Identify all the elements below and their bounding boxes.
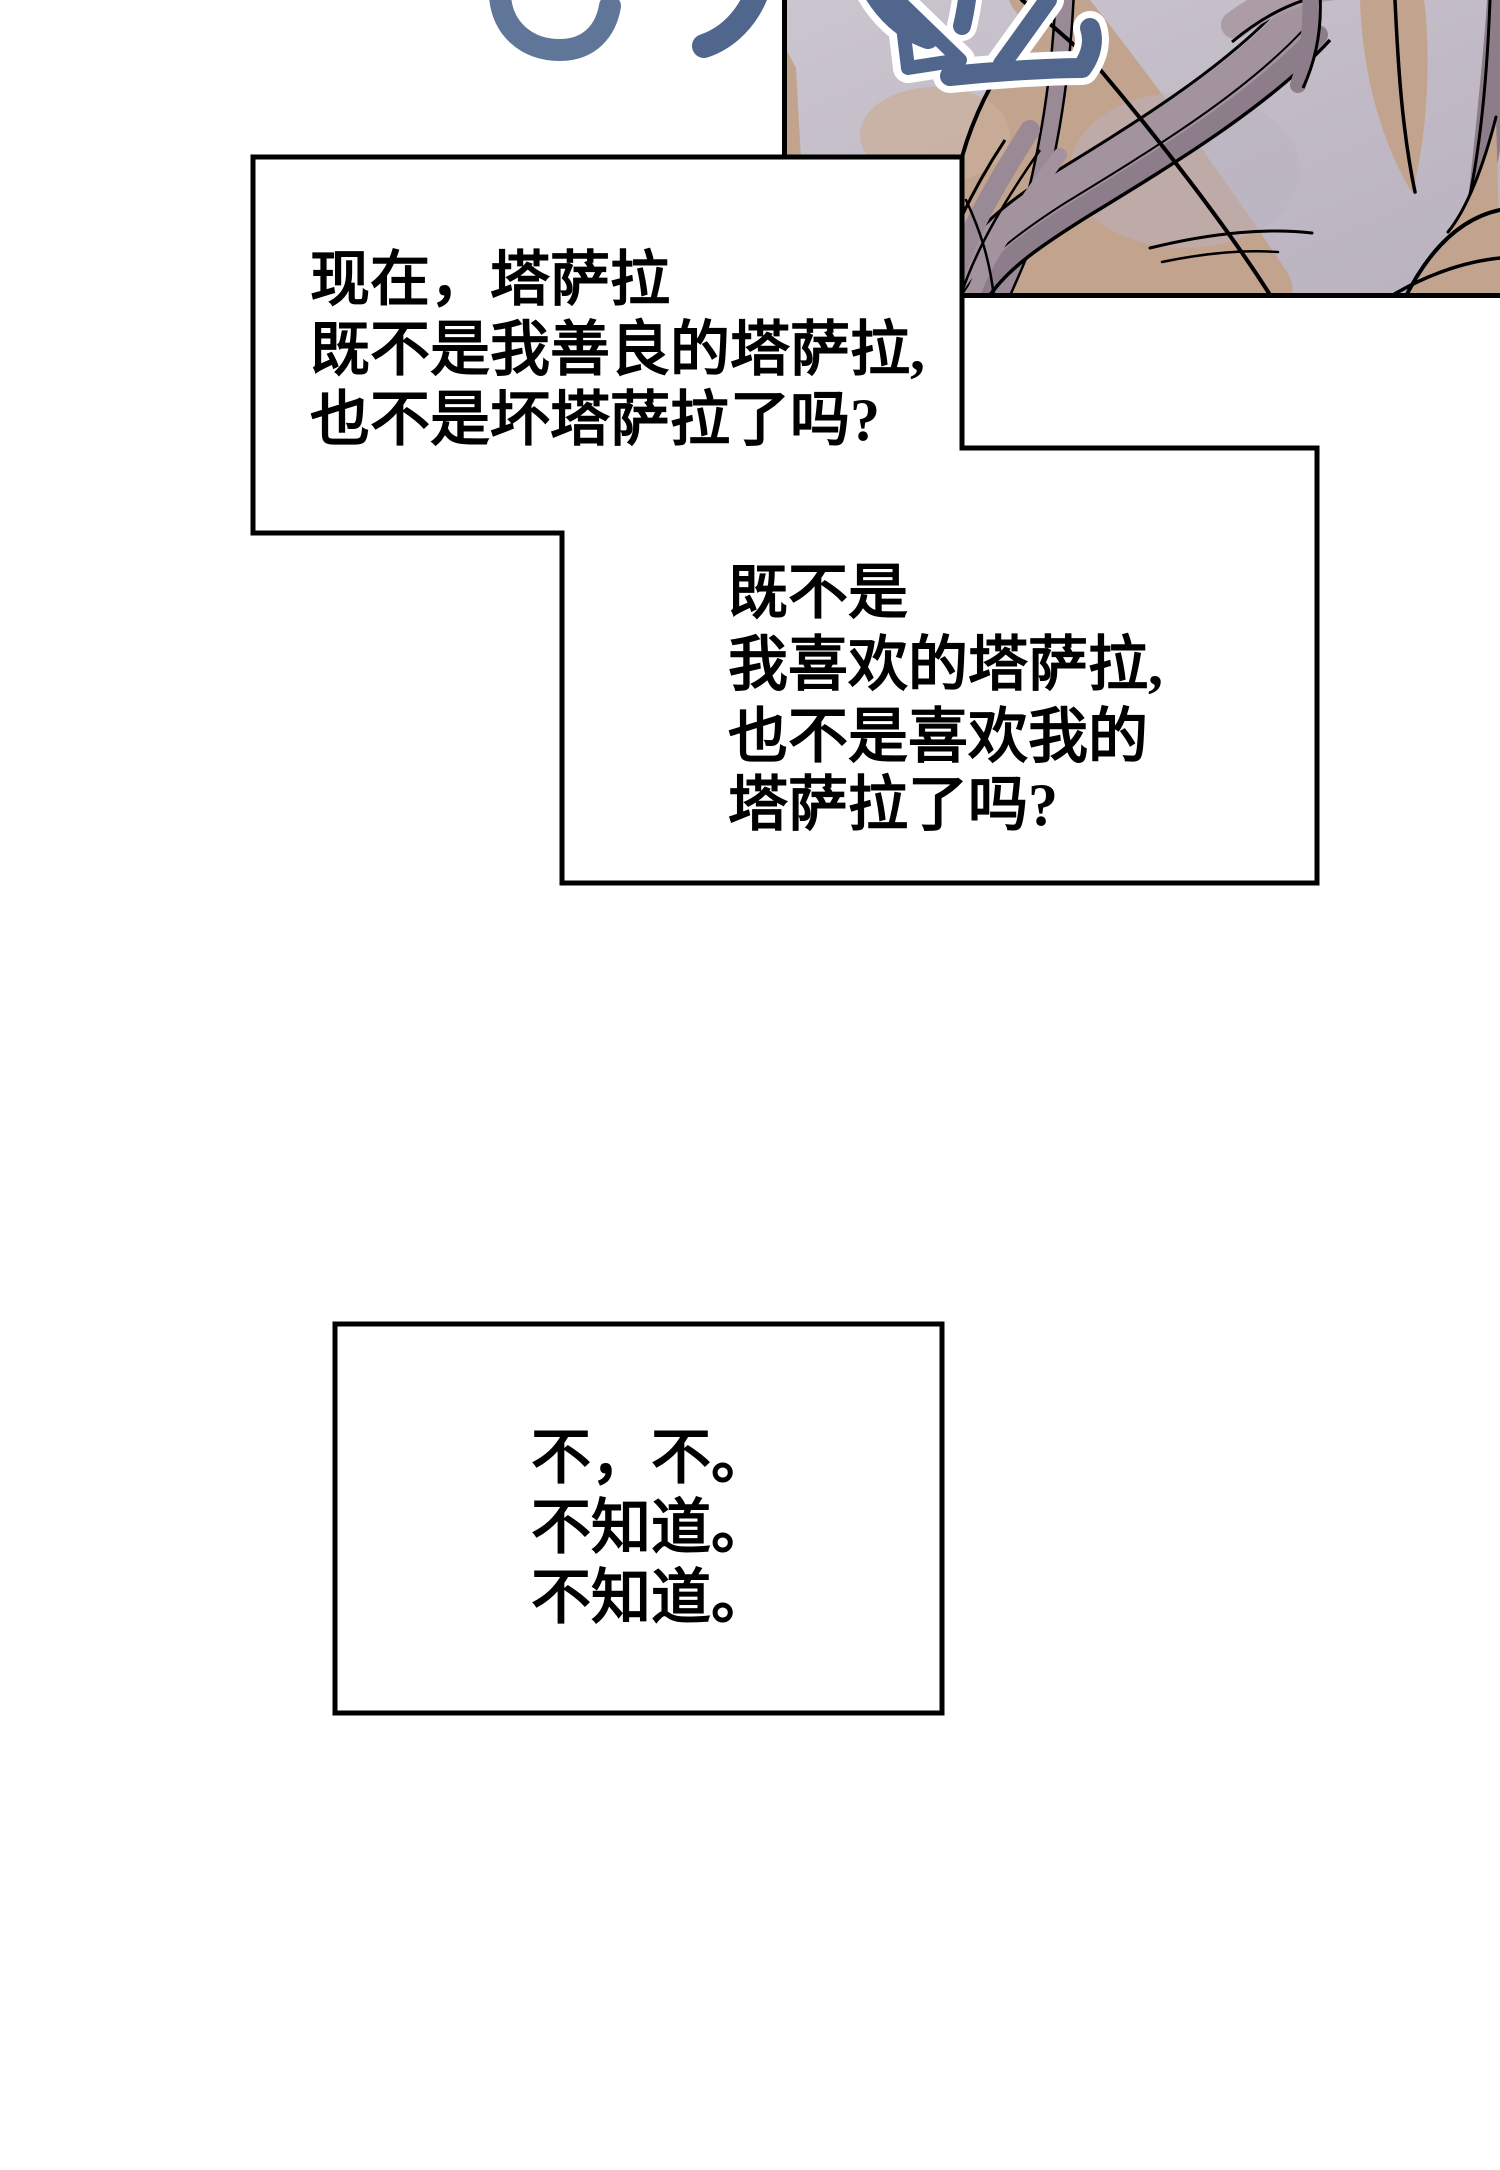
line-art [1301,0,1322,89]
line-art [1393,0,1417,194]
skin-leaf [1360,0,1428,193]
speech-box1-line2: 既不是我善良的塔萨拉, [310,317,925,383]
speech-box1-line1: 现在，塔萨拉 [310,247,670,313]
line-art [986,38,1332,298]
line-art-accents [960,0,1500,298]
speech-box2-line2: 我喜欢的塔萨拉, [728,632,1163,698]
sfx-piece-left [489,0,621,62]
artwork-panel [782,0,1500,298]
speech-box2-line3: 也不是喜欢我的 [728,704,1148,770]
speech-box3-line3: 不知道。 [531,1565,771,1631]
line-art [958,149,1042,298]
speech-box3-line2: 不知道。 [531,1495,771,1561]
speech-box1-line3: 也不是坏塔萨拉了吗? [310,387,880,453]
sfx-main-glyph [866,0,1102,86]
line-art [1231,0,1310,44]
sfx-lettering [489,0,1109,93]
hair-bundle [929,0,1336,298]
speech-box2-line1: 既不是 [728,560,908,626]
speech-box-3-outline [332,1321,945,1716]
speech-box-1-2-outline [250,154,1320,886]
sfx-piece-mid [692,0,767,58]
speech-box3-line1: 不，不。 [531,1425,771,1491]
speech-box2-line4: 塔萨拉了吗? [728,772,1058,838]
skin-sliver [784,45,801,168]
